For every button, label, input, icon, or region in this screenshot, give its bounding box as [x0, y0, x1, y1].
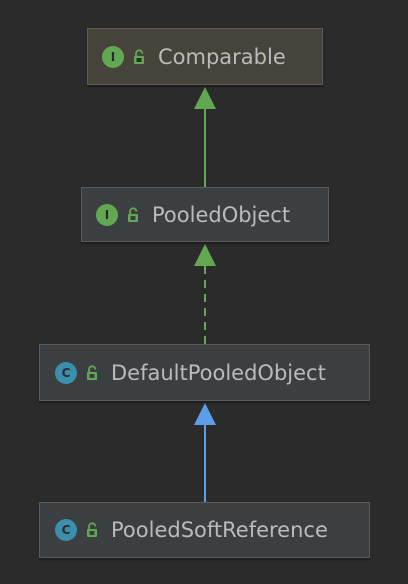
node-label: PooledObject	[152, 202, 291, 227]
public-lock-icon	[87, 364, 97, 380]
interface-icon: I	[102, 45, 124, 68]
interface-icon: I	[96, 203, 118, 226]
node-label: DefaultPooledObject	[111, 360, 326, 385]
edge-pooledobject-extends-comparable	[194, 87, 216, 187]
node-comparable[interactable]: I Comparable	[87, 28, 323, 85]
node-defaultpooledobject[interactable]: C DefaultPooledObject	[39, 344, 370, 401]
node-label: Comparable	[158, 44, 286, 69]
public-lock-icon	[128, 206, 138, 222]
edge-defaultpooledobject-implements-pooledobject	[194, 244, 216, 344]
class-icon: C	[55, 361, 77, 384]
node-label: PooledSoftReference	[111, 518, 328, 542]
public-lock-icon	[87, 522, 97, 537]
class-icon: C	[55, 519, 77, 541]
edge-pooledsoftreference-extends-defaultpooledobject	[194, 403, 216, 502]
node-pooledsoftreference[interactable]: C PooledSoftReference	[39, 502, 370, 558]
node-pooledobject[interactable]: I PooledObject	[81, 187, 329, 242]
public-lock-icon	[134, 48, 144, 64]
